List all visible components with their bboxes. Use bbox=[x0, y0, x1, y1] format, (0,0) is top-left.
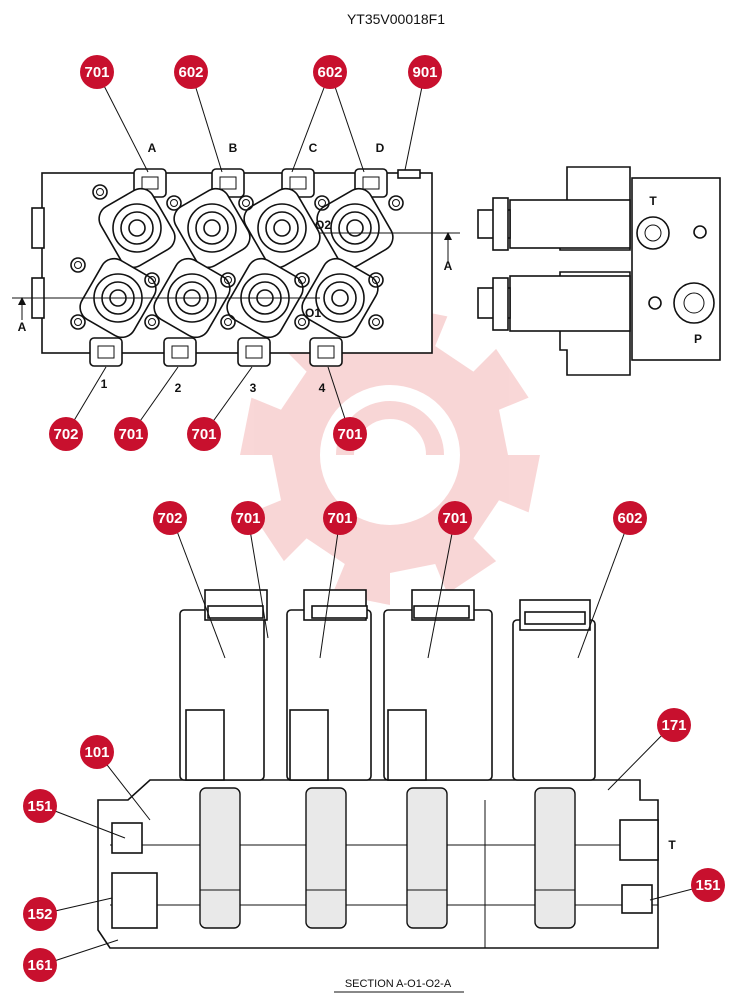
callout-701-plan-2: 701 bbox=[114, 417, 148, 451]
callout-701-section-1: 701 bbox=[231, 501, 265, 535]
svg-text:701: 701 bbox=[442, 510, 467, 527]
callout-602-plan-b: 602 bbox=[174, 55, 208, 89]
svg-text:602: 602 bbox=[617, 510, 642, 527]
section-view: T SECTION A-O1-O2-A bbox=[41, 517, 709, 993]
port-label-c: C bbox=[309, 141, 318, 155]
svg-text:171: 171 bbox=[661, 717, 686, 734]
svg-text:602: 602 bbox=[317, 64, 342, 81]
svg-text:701: 701 bbox=[235, 510, 260, 527]
callout-701-section-3: 701 bbox=[438, 501, 472, 535]
callout-151-section-left: 151 bbox=[23, 789, 57, 823]
end-plugs bbox=[111, 819, 659, 929]
solenoid-coils-section bbox=[179, 589, 596, 781]
port-label-d: D bbox=[376, 141, 385, 155]
spool-stacks bbox=[199, 787, 576, 929]
section-tank-label: T bbox=[668, 838, 676, 852]
svg-text:602: 602 bbox=[178, 64, 203, 81]
callout-701-plan-4: 701 bbox=[333, 417, 367, 451]
port-label-b: B bbox=[229, 141, 238, 155]
svg-text:101: 101 bbox=[84, 744, 109, 761]
mounting-bolts bbox=[70, 184, 404, 330]
origin-label-o1: O1 bbox=[305, 306, 321, 320]
callout-171-section: 171 bbox=[657, 708, 691, 742]
tank-port bbox=[636, 216, 670, 250]
callout-151-section-right: 151 bbox=[691, 868, 725, 902]
origin-label-o2: O2 bbox=[315, 218, 331, 232]
callout-702-plan: 702 bbox=[49, 417, 83, 451]
port-label-2: 2 bbox=[175, 381, 182, 395]
side-block bbox=[631, 177, 721, 361]
port-label-1: 1 bbox=[101, 377, 108, 391]
port-label-3: 3 bbox=[250, 381, 257, 395]
port-label-4: 4 bbox=[319, 381, 326, 395]
callout-701-plan-3: 701 bbox=[187, 417, 221, 451]
document-id: YT35V00018F1 bbox=[347, 11, 445, 27]
side-port-p: P bbox=[694, 332, 702, 346]
callout-701-plan-a: 701 bbox=[80, 55, 114, 89]
svg-text:701: 701 bbox=[118, 426, 143, 443]
section-line bbox=[12, 232, 460, 320]
svg-text:702: 702 bbox=[157, 510, 182, 527]
connector-row-bottom bbox=[89, 337, 343, 367]
callout-701-section-2: 701 bbox=[323, 501, 357, 535]
plan-view: A B C D 1 2 3 4 A A O2 O1 T bbox=[12, 71, 721, 435]
svg-text:161: 161 bbox=[27, 957, 52, 974]
pressure-port bbox=[673, 282, 715, 324]
callout-152-section: 152 bbox=[23, 897, 57, 931]
svg-text:701: 701 bbox=[191, 426, 216, 443]
side-view: T P bbox=[477, 166, 721, 376]
callout-702-section: 702 bbox=[153, 501, 187, 535]
section-caption: SECTION A-O1-O2-A bbox=[345, 978, 452, 990]
callout-602-plan-cd: 602 bbox=[313, 55, 347, 89]
port-label-a: A bbox=[148, 141, 157, 155]
svg-text:151: 151 bbox=[695, 877, 720, 894]
side-port-t: T bbox=[649, 194, 657, 208]
solenoid-row-top bbox=[98, 187, 394, 269]
svg-text:701: 701 bbox=[84, 64, 109, 81]
svg-text:701: 701 bbox=[327, 510, 352, 527]
section-marker-left: A bbox=[18, 320, 27, 334]
callout-161-section: 161 bbox=[23, 948, 57, 982]
svg-text:701: 701 bbox=[337, 426, 362, 443]
callout-602-section: 602 bbox=[613, 501, 647, 535]
callout-101-section: 101 bbox=[80, 735, 114, 769]
svg-text:151: 151 bbox=[27, 798, 52, 815]
svg-text:152: 152 bbox=[27, 906, 52, 923]
callouts: 701 602 602 901 702 701 701 701 702 701 … bbox=[23, 55, 725, 982]
callout-901-plan: 901 bbox=[408, 55, 442, 89]
solenoid-row-bottom bbox=[79, 257, 379, 339]
svg-text:702: 702 bbox=[53, 426, 78, 443]
section-marker-right: A bbox=[444, 259, 453, 273]
svg-text:901: 901 bbox=[412, 64, 437, 81]
